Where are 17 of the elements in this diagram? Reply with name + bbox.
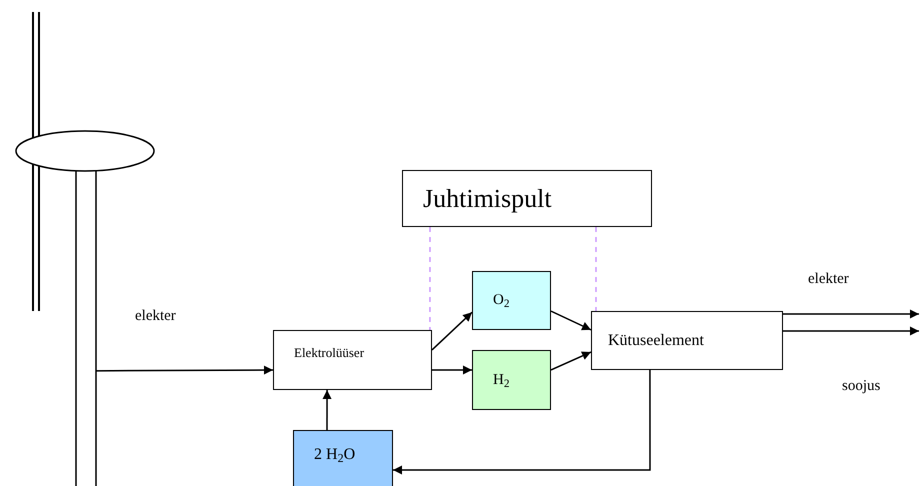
process-box: 2 H$_{2}$O	[293, 430, 393, 486]
process-box: Elektrolüüser	[273, 330, 432, 390]
arrow	[432, 366, 472, 374]
arrow	[96, 366, 273, 375]
control-panel-box: Juhtimispult	[402, 170, 652, 227]
connector-line	[595, 227, 597, 311]
arrow	[431, 312, 473, 351]
arrow	[550, 351, 592, 371]
arrow	[393, 370, 651, 475]
arrow	[783, 310, 919, 318]
arrow	[322, 390, 332, 430]
arrow	[783, 326, 919, 336]
process-box: O$_{2}$	[472, 271, 551, 330]
process-box: Kütuseelement	[591, 311, 783, 370]
connector-line	[429, 227, 431, 330]
arrow	[550, 310, 592, 331]
process-box: H$_{2}$	[472, 350, 551, 410]
